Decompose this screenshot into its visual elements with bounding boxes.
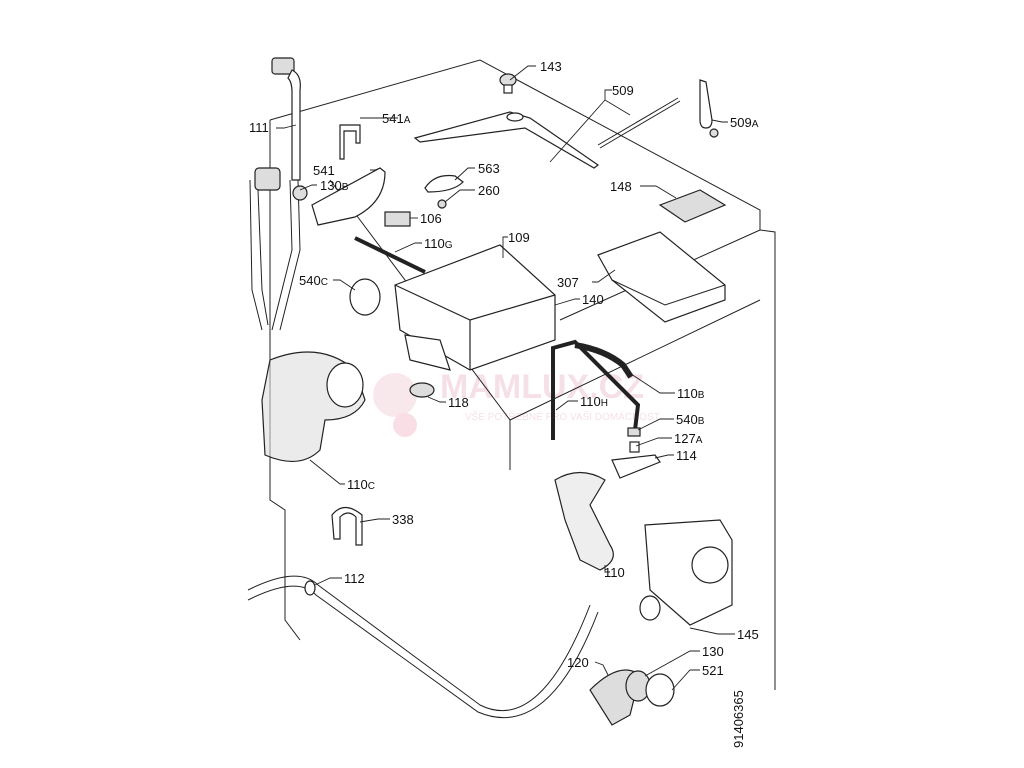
label-509a: 509A [730, 115, 759, 130]
part-563-cover [424, 174, 464, 193]
part-110g-tube [354, 236, 426, 274]
label-140: 140 [582, 292, 604, 307]
part-110h-tube [551, 339, 641, 440]
label-521: 521 [702, 663, 724, 678]
label-260: 260 [478, 183, 500, 198]
label-130: 130 [702, 644, 724, 659]
label-118: 118 [448, 395, 469, 410]
part-114-valve [611, 454, 661, 479]
watermark-tagline: VŠE POTŘEBNÉ PRO VAŠI DOMÁCNOST [465, 410, 660, 423]
label-145: 145 [737, 627, 759, 642]
part-509a-arm [699, 79, 719, 138]
label-110c: 110C [347, 477, 375, 492]
label-130b: 130B [320, 178, 349, 193]
part-338-hook [331, 506, 363, 546]
label-111: 111 [249, 120, 269, 135]
part-110c-bellows [261, 351, 366, 462]
part-541a-bracket [339, 124, 361, 160]
label-563: 563 [478, 161, 500, 176]
label-110g: 110G [424, 236, 453, 251]
label-110b: 110B [677, 386, 705, 401]
label-120: 120 [567, 655, 589, 670]
part-110-sump-hose [554, 471, 614, 571]
label-109: 109 [508, 230, 530, 245]
label-110h: 110H [580, 394, 608, 409]
label-127a: 127A [674, 431, 703, 446]
watermark-brand: MAMLUX.CZ [440, 368, 644, 406]
part-540b-clamp [627, 427, 641, 437]
label-509: 509 [612, 83, 634, 98]
part-521-cap [645, 673, 675, 707]
part-inlet-elbow [249, 167, 281, 331]
label-114: 114 [676, 448, 697, 463]
drawing-number: 91406365 [731, 690, 746, 748]
part-145-pump [639, 519, 733, 626]
label-110: 110 [604, 565, 625, 580]
label-112: 112 [344, 571, 365, 586]
label-143: 143 [540, 59, 562, 74]
label-148: 148 [610, 179, 632, 194]
part-118-gear [409, 382, 435, 398]
label-307: 307 [557, 275, 579, 290]
part-130b-grommet [292, 185, 308, 201]
part-112-drain-hose [247, 575, 599, 719]
part-127a-nozzle [629, 441, 640, 453]
part-540c-clamp [349, 278, 381, 316]
part-509-lever [413, 97, 681, 169]
part-106-switch [384, 211, 411, 227]
watermark: MAMLUX.CZ VŠE POTŘEBNÉ PRO VAŠI DOMÁCNOS… [373, 368, 660, 437]
part-110b-hose [574, 342, 634, 379]
label-106: 106 [420, 211, 442, 226]
label-540b: 540B [676, 412, 705, 427]
label-540c: 540C [299, 273, 328, 288]
leader-lines [276, 65, 735, 691]
part-148-control [658, 189, 727, 223]
label-338: 338 [392, 512, 414, 527]
part-260-nut [437, 199, 447, 209]
part-143-knob [499, 73, 517, 94]
label-541: 541 [313, 163, 335, 178]
part-140-dispenser-housing [394, 244, 556, 371]
part-541-panel [311, 167, 386, 226]
part-labels: 143 509 509A 111 541A 541 130B 563 260 1… [249, 59, 759, 678]
label-541a: 541A [382, 111, 411, 126]
part-307-drawer [597, 231, 726, 323]
